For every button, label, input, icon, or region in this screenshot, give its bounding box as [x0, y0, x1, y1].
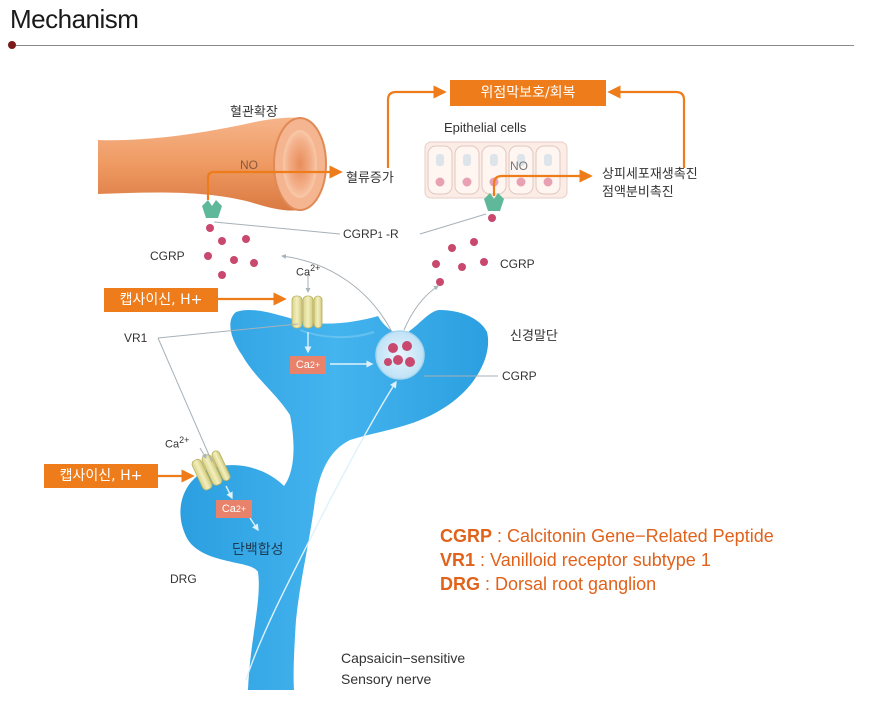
- no-label-left: NO: [240, 158, 258, 172]
- legend-term: VR1: [440, 550, 476, 570]
- ca-box-bottom-main: Ca: [221, 503, 236, 515]
- ca-label-top-sup: 2+: [310, 263, 321, 273]
- cgrp-label-right: CGRP: [500, 257, 535, 271]
- regeneration-label-1: 상피세포재생촉진: [602, 167, 698, 182]
- cgrp1-receptor-main: CGRP: [343, 227, 378, 241]
- cgrp-vesicle-label: CGRP: [502, 369, 537, 383]
- title-divider: [12, 45, 854, 46]
- ca-box-bottom-sup: 2+: [235, 504, 247, 514]
- legend-row-vr1: VR1 : Vanilloid receptor subtype 1: [440, 551, 711, 569]
- title-dot: [8, 41, 16, 49]
- cgrp-particles-left: [204, 224, 258, 279]
- legend-description: Calcitonin Gene−Related Peptide: [507, 526, 774, 546]
- cgrp1-receptor-right: [484, 193, 504, 211]
- legend-row-cgrp: CGRP : Calcitonin Gene−Related Peptide: [440, 527, 774, 545]
- blood-vessel: [98, 117, 327, 211]
- legend-term: DRG: [440, 574, 480, 594]
- capsaicin-box-top: 캡사이신, H+: [104, 288, 218, 312]
- blood-flow-increase-label: 혈류증가: [346, 171, 394, 186]
- cgrp1-receptor-subscript: 1: [377, 230, 383, 240]
- cgrp-label-left: CGRP: [150, 249, 185, 263]
- legend-separator: :: [475, 550, 491, 570]
- drg-label: DRG: [170, 572, 197, 586]
- cgrp-vesicle: [375, 330, 425, 380]
- cgrp1-receptor-label: CGRP1 -R: [343, 228, 399, 240]
- no-label-right: NO: [510, 159, 528, 173]
- epithelial-cells: [424, 141, 568, 199]
- intracellular-flows: [225, 332, 397, 681]
- ca-label-mid: Ca2+: [165, 436, 189, 451]
- ca-label-mid-sup: 2+: [179, 435, 190, 445]
- cgrp1-receptor-suffix: -R: [382, 227, 399, 241]
- mucosal-protection-box: 위점막보호/회복: [450, 80, 606, 106]
- ca-label-mid-main: Ca: [165, 438, 180, 451]
- legend-description: Vanilloid receptor subtype 1: [490, 550, 711, 570]
- vasodilation-label: 혈관확장: [230, 105, 278, 120]
- nerve-name-line-2: Sensory nerve: [341, 671, 432, 687]
- vr1-channel-top: [291, 295, 323, 329]
- legend-term: CGRP: [440, 526, 493, 546]
- protein-synthesis-label: 단백합성: [232, 542, 284, 558]
- epithelial-cells-label: Epithelial cells: [444, 120, 527, 135]
- ca-box-top-main: Ca: [295, 359, 310, 371]
- nerve-name-line-1: Capsaicin−sensitive: [341, 650, 466, 666]
- regeneration-label-2: 점액분비촉진: [602, 185, 674, 200]
- legend-separator: :: [492, 526, 508, 546]
- legend-description: Dorsal root ganglion: [495, 574, 657, 594]
- vr1-label: VR1: [124, 331, 148, 345]
- sensory-nerve: [180, 309, 489, 690]
- orange-pathway-arrows: [158, 85, 686, 483]
- capsaicin-box-bottom: 캡사이신, H+: [44, 464, 158, 488]
- legend-row-drg: DRG : Dorsal root ganglion: [440, 575, 656, 593]
- page-title: Mechanism: [10, 4, 139, 34]
- cgrp-particles-right: [432, 214, 496, 286]
- legend-separator: :: [480, 574, 496, 594]
- ca-label-top: Ca2+: [296, 264, 320, 279]
- ca-box-top-sup: 2+: [309, 360, 321, 370]
- ca-label-top-main: Ca: [296, 266, 311, 279]
- cgrp1-receptor-left: [202, 200, 222, 218]
- connector-lines: [157, 213, 498, 463]
- nerve-terminal-label: 신경말단: [510, 329, 558, 344]
